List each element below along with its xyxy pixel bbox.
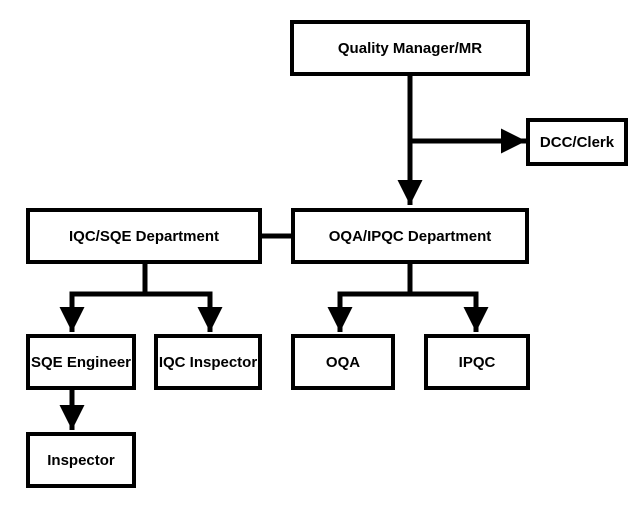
link-oqa-ipqc-trunk	[327, 264, 413, 332]
link-iqc-sqe-to-iqc-inspector	[145, 291, 223, 332]
node-iqc-inspector: IQC Inspector	[154, 334, 262, 390]
node-iqc-sqe-department: IQC/SQE Department	[26, 208, 262, 264]
link-oqa-ipqc-to-ipqc	[410, 291, 489, 332]
link-iqc-sqe-trunk	[59, 264, 148, 332]
node-oqa-ipqc-department: OQA/IPQC Department	[291, 208, 529, 264]
node-inspector: Inspector	[26, 432, 136, 488]
node-oqa: OQA	[291, 334, 395, 390]
node-quality-manager: Quality Manager/MR	[290, 20, 530, 76]
node-sqe-engineer: SQE Engineer	[26, 334, 136, 390]
node-dcc-clerk: DCC/Clerk	[526, 118, 628, 166]
node-ipqc: IPQC	[424, 334, 530, 390]
